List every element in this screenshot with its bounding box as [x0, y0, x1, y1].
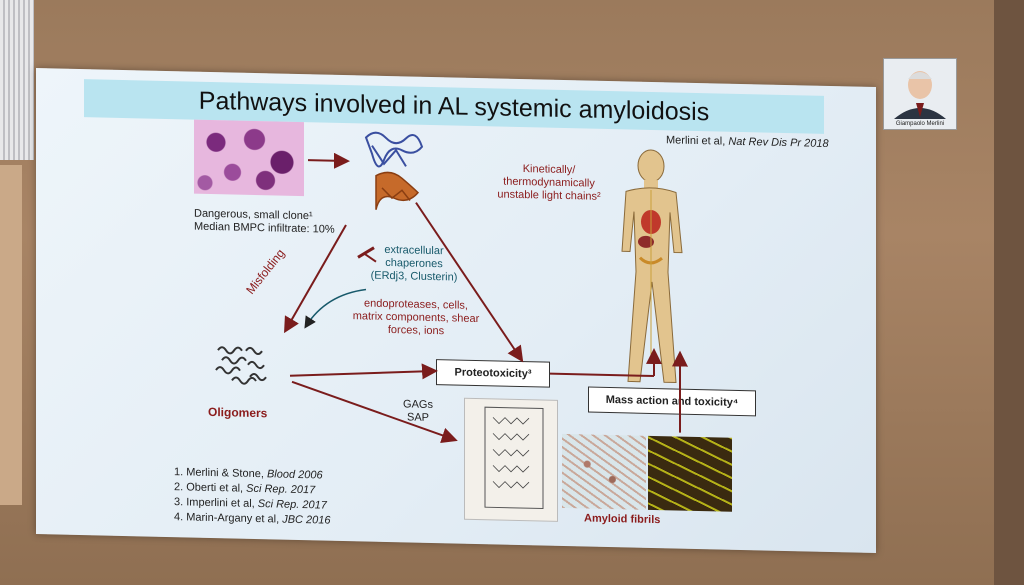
window-blind: [0, 0, 34, 160]
projected-slide: Pathways involved in AL systemic amyloid…: [36, 68, 876, 554]
wall-edge: [994, 0, 1024, 585]
presenter-avatar: [894, 71, 946, 119]
oligomers-icon: [215, 346, 267, 385]
human-body-icon: [621, 149, 683, 384]
presenter-webcam: Giampaolo Merlini: [883, 58, 957, 130]
pathway-arrows: [284, 152, 688, 443]
beta-sheet-diagram: [484, 406, 544, 510]
gag-structure-image: [464, 397, 558, 522]
diagram-overlay: [215, 131, 688, 443]
presenter-name: Giampaolo Merlini: [895, 121, 945, 127]
wall-panel: [0, 165, 22, 505]
light-chain-protein-icon: [364, 131, 424, 210]
